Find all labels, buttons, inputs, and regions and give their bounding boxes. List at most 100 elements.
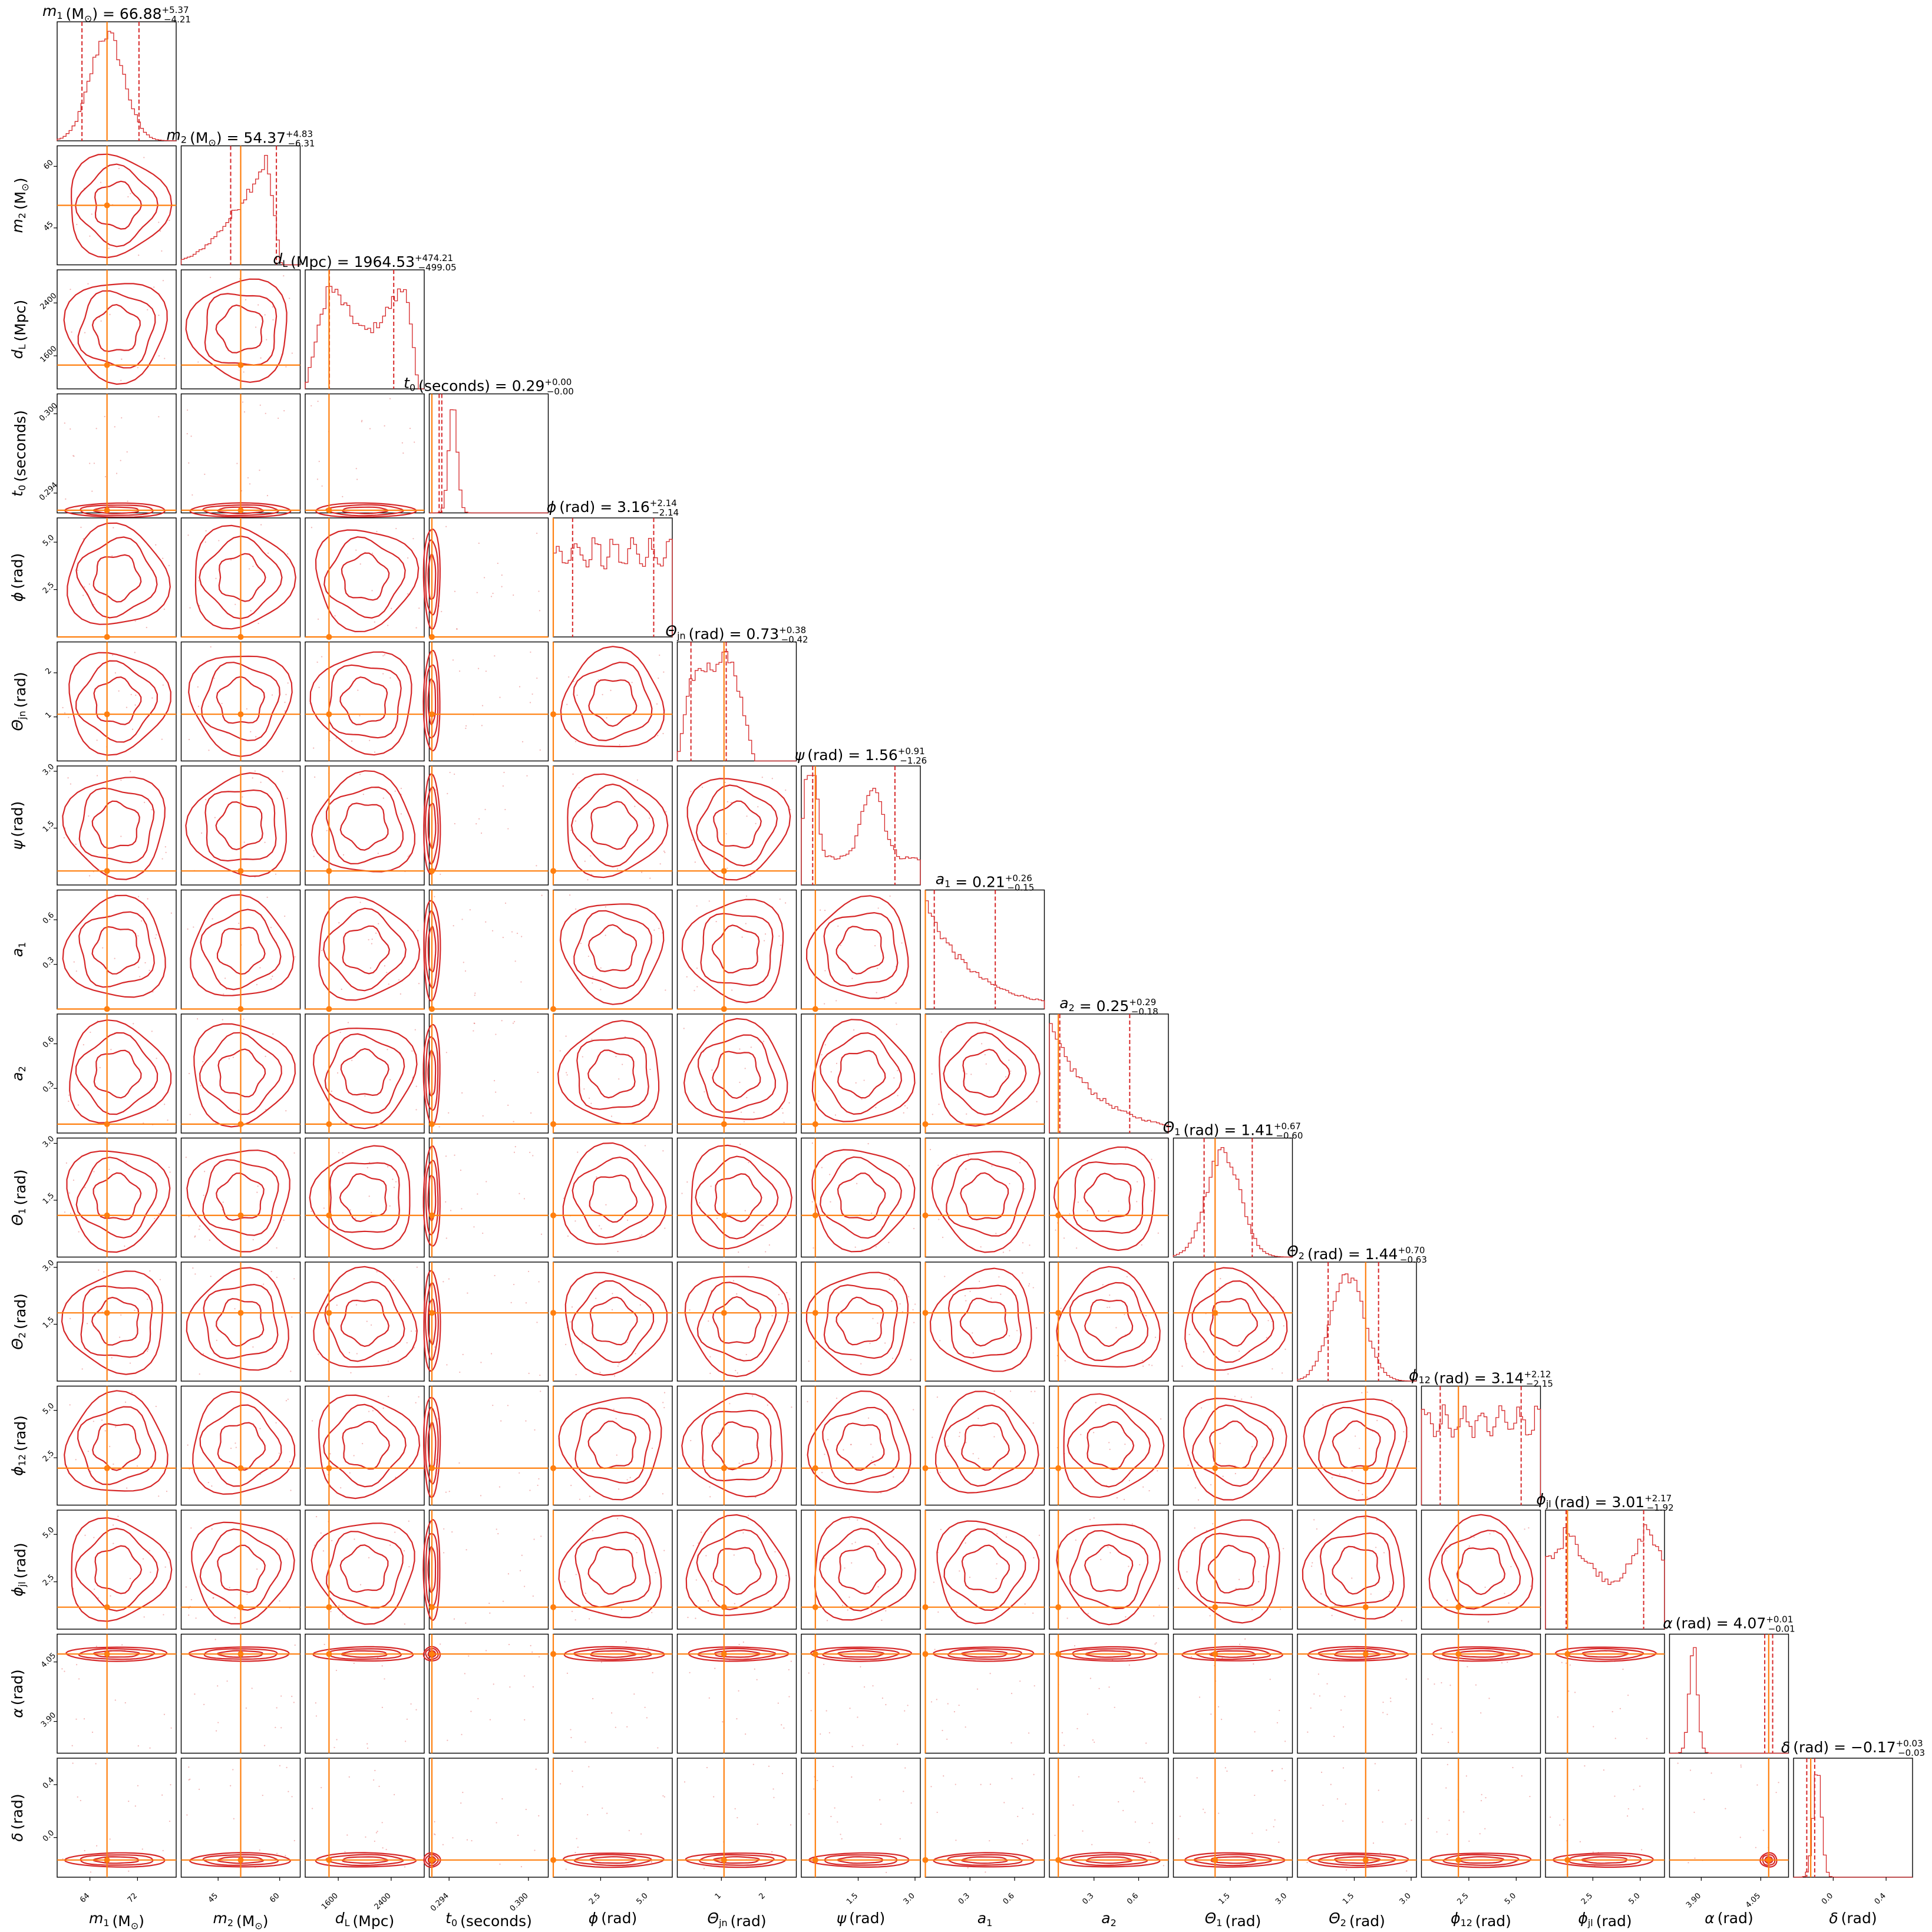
sample-dot (389, 1544, 391, 1546)
panel-frame (924, 1261, 1045, 1382)
panel-thetajn-vs-m2 (180, 641, 301, 762)
sample-dot (242, 796, 243, 798)
contour-level (1072, 1161, 1145, 1234)
sample-dot (1239, 1350, 1240, 1352)
sample-dot (1441, 1682, 1442, 1684)
sample-dot (1282, 1768, 1283, 1769)
panel-frame (801, 1510, 921, 1630)
sample-dot (880, 1492, 882, 1494)
sample-dot (375, 932, 377, 934)
sample-dot (1383, 1552, 1385, 1554)
x-tick-label: 0.0 (1820, 1891, 1835, 1906)
truth-marker (1212, 1465, 1218, 1471)
y-axis-label-phi12: ϕ12 (rad) (9, 1415, 29, 1476)
sample-dot (266, 339, 267, 341)
truth-marker (1455, 1604, 1462, 1610)
panel-frame (553, 1385, 673, 1506)
x-tick-label: 1.5 (845, 1891, 860, 1906)
sample-dot (212, 918, 213, 920)
sample-dot (359, 901, 361, 903)
y-axis-label-dL: dL (Mpc) (9, 300, 29, 359)
truth-marker (237, 1310, 244, 1316)
sample-dot (467, 1292, 468, 1294)
sample-dot (1003, 1802, 1005, 1804)
truth-marker (237, 362, 244, 368)
sample-dot (1077, 1201, 1079, 1203)
sample-dot (1431, 1723, 1433, 1725)
sample-dot (72, 1179, 75, 1181)
sample-dot (384, 654, 385, 656)
sample-dot (323, 1643, 325, 1646)
sample-dot (108, 247, 110, 249)
sample-dot (103, 1271, 105, 1273)
sample-dot (480, 1362, 482, 1363)
truth-marker (104, 362, 110, 368)
truth-marker (104, 1604, 110, 1610)
sample-dot (290, 1370, 292, 1372)
sample-dot (1529, 1795, 1531, 1798)
truth-marker (1455, 1857, 1462, 1863)
sample-dot (1627, 1695, 1629, 1696)
sample-dot (689, 1309, 691, 1311)
contour-level (62, 777, 166, 880)
sample-dot (78, 1678, 80, 1680)
panel-frame (428, 765, 549, 886)
sample-dot (232, 1056, 234, 1058)
truth-marker (721, 1857, 727, 1863)
sample-dot (387, 1049, 388, 1051)
contour-level (570, 783, 655, 868)
sample-dot (739, 1144, 741, 1145)
sample-dot (788, 1696, 790, 1697)
sample-dot (628, 1829, 630, 1831)
sample-dot (696, 905, 698, 907)
contour-level (329, 1162, 401, 1233)
sample-dot (238, 922, 240, 924)
sample-dot (235, 1446, 237, 1448)
truth-marker (326, 1006, 332, 1012)
sample-dot (899, 1838, 901, 1839)
sample-dot (405, 1741, 407, 1742)
sample-dot (953, 1711, 956, 1713)
sample-dot (394, 1531, 396, 1533)
contour-level (1303, 1398, 1408, 1501)
sample-dot (393, 1280, 395, 1282)
sample-dot (610, 689, 612, 691)
sample-dot (250, 610, 252, 612)
panel-frame (1297, 1510, 1417, 1630)
sample-dot (913, 1409, 914, 1411)
sample-dot (443, 1528, 445, 1530)
y-tick-label: 4.05 (39, 1652, 58, 1670)
sample-dot (169, 1551, 170, 1553)
sample-dot (148, 969, 150, 972)
sample-dot (156, 1058, 157, 1059)
sample-dot (1116, 1497, 1118, 1499)
contour-level (1069, 1530, 1149, 1610)
contour-level (572, 1156, 654, 1239)
sample-dot (877, 1586, 879, 1588)
sample-dot (445, 1155, 447, 1157)
contour-level (326, 1531, 404, 1609)
sample-dot (605, 934, 606, 936)
panel-frame (924, 1385, 1045, 1506)
contour-level (959, 1297, 1008, 1347)
sample-dot (726, 867, 728, 869)
sample-dot (1093, 1432, 1095, 1434)
sample-dot (257, 1185, 259, 1187)
contour-level (823, 1284, 899, 1359)
sample-dot (293, 1702, 295, 1703)
sample-dot (1446, 1550, 1448, 1552)
truth-marker (428, 1212, 435, 1218)
sample-dot (411, 1050, 413, 1052)
sample-dot (1481, 1794, 1482, 1795)
sample-dot (1019, 1680, 1021, 1682)
sample-dot (560, 1783, 562, 1785)
hist-frame (305, 269, 425, 389)
sample-dot (1010, 1693, 1013, 1695)
hist-title-a2: a2 = 0.25+0.29−0.18 (1059, 995, 1158, 1017)
sample-dot (389, 398, 391, 399)
truth-marker (922, 1310, 929, 1316)
panel-frame (676, 1758, 797, 1878)
contour-level (80, 1285, 153, 1358)
panel-frame (428, 1633, 549, 1754)
sample-dot (575, 1574, 577, 1576)
